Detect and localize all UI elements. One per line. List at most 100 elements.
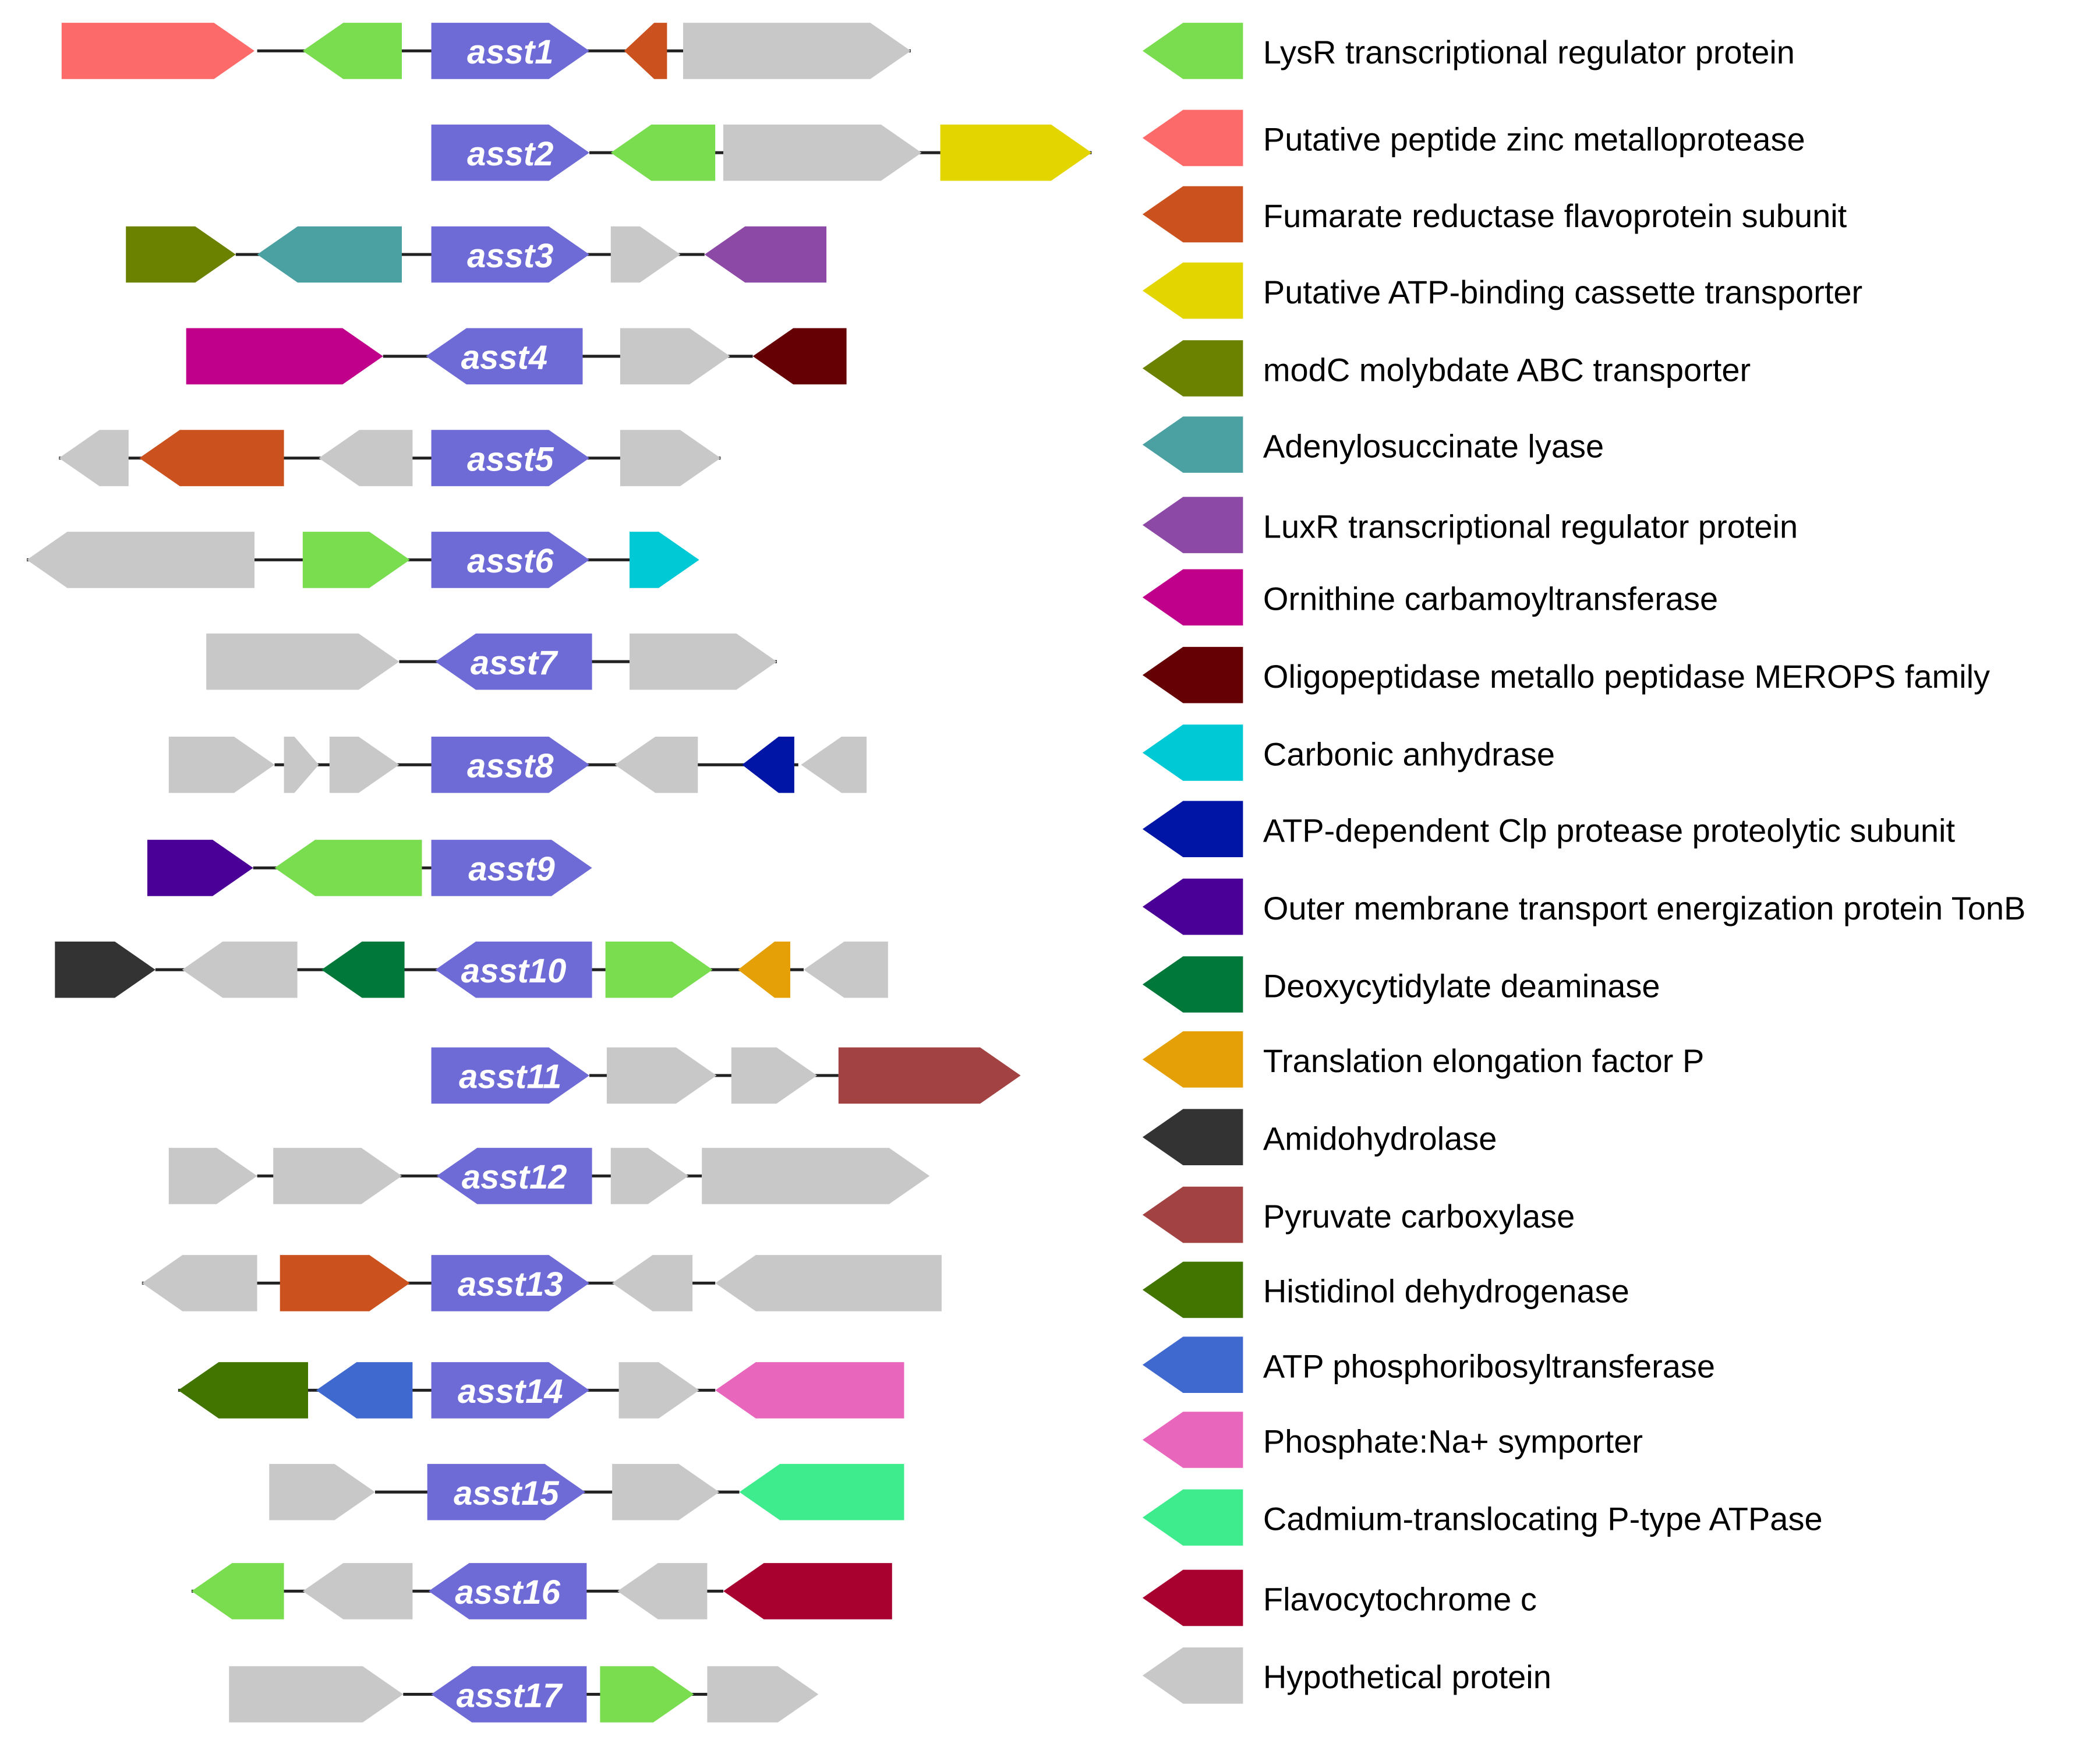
legend: LysR transcriptional regulator proteinPu… [1142, 23, 2025, 1704]
gene-hypothetical [269, 1463, 375, 1520]
legend-label: Hypothetical protein [1263, 1658, 1551, 1695]
legend-swatch [1142, 1489, 1243, 1546]
legend-item: Oligopeptidase metallo peptidase MEROPS … [1142, 646, 1990, 703]
gene-histidinol [178, 1362, 308, 1419]
cluster-asst3: asst3 [126, 226, 827, 283]
legend-item: Outer membrane transport energization pr… [1142, 878, 2025, 935]
gene-hypothetical [206, 633, 400, 690]
gene-lysr [302, 23, 402, 79]
gene-abc-transporter [940, 124, 1092, 181]
legend-item: Flavocytochrome c [1142, 1569, 1537, 1626]
gene-hypothetical [715, 1255, 942, 1311]
cluster-asst17: asst17 [229, 1666, 819, 1723]
legend-item: ATP phosphoribosyltransferase [1142, 1336, 1715, 1393]
legend-item: Amidohydrolase [1142, 1109, 1497, 1165]
legend-item: Putative peptide zinc metalloprotease [1142, 109, 1805, 167]
gene-label: asst10 [461, 952, 567, 990]
gene-hypothetical [618, 1362, 699, 1419]
legend-label: Putative ATP-binding cassette transporte… [1263, 274, 1862, 310]
gene-hypothetical [168, 737, 275, 793]
legend-swatch [1142, 497, 1243, 553]
asst-gene [436, 1148, 592, 1204]
gene-amidohydrolase [55, 941, 155, 998]
asst-gene [431, 532, 589, 588]
gene-label: asst1 [467, 33, 553, 71]
cluster-asst8: asst8 [168, 737, 867, 793]
cluster-asst11: asst11 [431, 1047, 1021, 1104]
gene-hypothetical [702, 1148, 930, 1204]
gene-flavocytochrome [723, 1563, 892, 1619]
legend-item: Putative ATP-binding cassette transporte… [1142, 262, 1862, 319]
gene-label: asst15 [454, 1474, 559, 1512]
gene-luxr [704, 226, 827, 283]
legend-swatch [1142, 569, 1243, 626]
legend-swatch [1142, 1261, 1243, 1318]
legend-swatch [1142, 416, 1243, 473]
gene-tonb [147, 840, 253, 896]
asst-gene [431, 1255, 589, 1311]
legend-swatch [1142, 262, 1243, 319]
gene-label: asst3 [467, 237, 553, 275]
gene-lysr [302, 532, 410, 588]
cluster-asst9: asst9 [147, 840, 592, 896]
cluster-asst2: asst2 [431, 124, 1092, 181]
cluster-asst6: asst6 [27, 532, 699, 588]
gene-label: asst5 [467, 440, 554, 478]
legend-swatch [1142, 1569, 1243, 1626]
legend-item: Translation elongation factor P [1142, 1031, 1704, 1088]
gene-hypothetical [620, 328, 730, 385]
gene-ornithine [186, 328, 383, 385]
cluster-asst12: asst12 [168, 1148, 930, 1204]
legend-item: Phosphate:Na+ symporter [1142, 1412, 1643, 1468]
gene-lysr [605, 941, 713, 998]
gene-hypothetical [229, 1666, 404, 1723]
gene-hypothetical [610, 226, 681, 283]
legend-swatch [1142, 186, 1243, 243]
gene-hypothetical [329, 737, 400, 793]
gene-hypothetical [612, 1463, 720, 1520]
gene-atp-phosphoribosyl [316, 1362, 413, 1419]
cluster-asst14: asst14 [178, 1362, 904, 1419]
legend-item: Hypothetical protein [1142, 1647, 1551, 1704]
legend-swatch [1142, 1336, 1243, 1393]
legend-label: Translation elongation factor P [1263, 1042, 1704, 1079]
gene-label: asst11 [459, 1058, 561, 1096]
gene-hypothetical [630, 633, 777, 690]
legend-swatch [1142, 1186, 1243, 1243]
gene-hypothetical [319, 430, 413, 486]
gene-hypothetical [612, 1255, 693, 1311]
legend-label: Histidinol dehydrogenase [1263, 1273, 1629, 1310]
gene-hypothetical [620, 430, 721, 486]
asst-gene [431, 1362, 589, 1419]
legend-swatch [1142, 1031, 1243, 1088]
legend-item: Fumarate reductase flavoprotein subunit [1142, 186, 1847, 243]
asst-gene [435, 941, 592, 998]
legend-item: Pyruvate carboxylase [1142, 1186, 1575, 1243]
gene-hypothetical [27, 532, 254, 588]
legend-swatch [1142, 878, 1243, 935]
legend-label: Outer membrane transport energization pr… [1263, 890, 2025, 926]
gene-hypothetical [273, 1148, 402, 1204]
cluster-asst15: asst15 [269, 1463, 904, 1520]
legend-item: modC molybdate ABC transporter [1142, 340, 1751, 397]
gene-clusters: asst1asst2asst3asst4asst5asst6asst7asst8… [27, 23, 1092, 1723]
gene-hypothetical [59, 430, 129, 486]
legend-swatch [1142, 1647, 1243, 1704]
legend-label: LysR transcriptional regulator protein [1263, 34, 1795, 70]
legend-label: Carbonic anhydrase [1263, 735, 1555, 772]
gene-lysr [274, 840, 422, 896]
legend-label: Ornithine carbamoyltransferase [1263, 581, 1718, 617]
gene-hypothetical [801, 737, 867, 793]
legend-item: Deoxycytidylate deaminase [1142, 956, 1660, 1013]
gene-fumarate-reductase [280, 1255, 410, 1311]
legend-label: Cadmium-translocating P-type ATPase [1263, 1501, 1823, 1537]
legend-label: Fumarate reductase flavoprotein subunit [1263, 197, 1847, 234]
gene-hypothetical [182, 941, 298, 998]
gene-lysr [600, 1666, 694, 1723]
asst-gene [435, 633, 592, 690]
gene-phosphate-na [715, 1362, 904, 1419]
gene-label: asst12 [462, 1158, 567, 1196]
legend-label: Pyruvate carboxylase [1263, 1198, 1575, 1235]
gene-modc [126, 226, 236, 283]
asst-gene [431, 737, 589, 793]
